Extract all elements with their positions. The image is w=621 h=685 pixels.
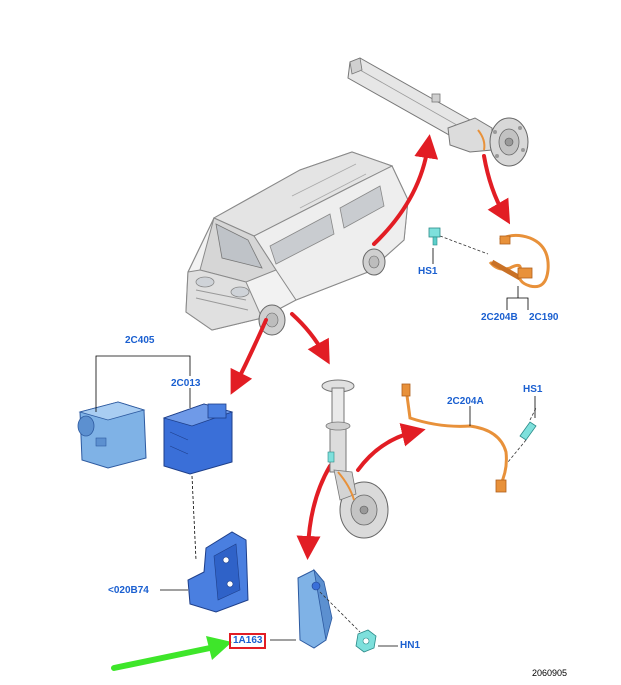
- label-1a163-highlighted: 1A163: [229, 633, 267, 649]
- rear-axle-illustration: [347, 57, 529, 167]
- front-strut-illustration: [321, 379, 389, 539]
- sensor-bracket-illustration: [297, 568, 377, 653]
- label-020b74: <020B74: [108, 585, 149, 596]
- arrow-to-front-strut: [290, 312, 330, 365]
- arrow-to-bracket: [296, 464, 332, 560]
- label-hs1-rear: HS1: [418, 266, 438, 277]
- abs-unit-illustration: [77, 401, 147, 469]
- rear-sensor-leaders: [432, 248, 529, 310]
- rear-speed-sensor-illustration: [428, 227, 550, 289]
- bracket-part-leaders: [270, 639, 398, 647]
- front-sensor-leaders: [469, 396, 536, 426]
- label-2c190: 2C190: [529, 312, 559, 323]
- red-arrows: [230, 134, 511, 560]
- arrow-to-rear-sensor: [482, 154, 511, 225]
- arrow-to-rear-axle: [372, 134, 439, 246]
- van-illustration: [185, 151, 409, 336]
- label-2c405: 2C405: [125, 335, 155, 346]
- abs-module-illustration: [162, 403, 234, 475]
- label-2c204b: 2C204B: [481, 312, 518, 323]
- arrow-to-abs-module: [230, 318, 268, 395]
- abs-bracket-illustration: [187, 531, 249, 613]
- reference-number: 2060905: [532, 668, 568, 678]
- label-2c204a: 2C204A: [447, 396, 484, 407]
- arrow-to-front-sensor: [356, 423, 426, 472]
- green-highlight-arrow: [111, 636, 232, 671]
- label-hs1-front: HS1: [523, 384, 543, 395]
- label-hn1: HN1: [400, 640, 421, 651]
- abs-leaders: [95, 355, 197, 561]
- label-2c013: 2C013: [171, 378, 201, 389]
